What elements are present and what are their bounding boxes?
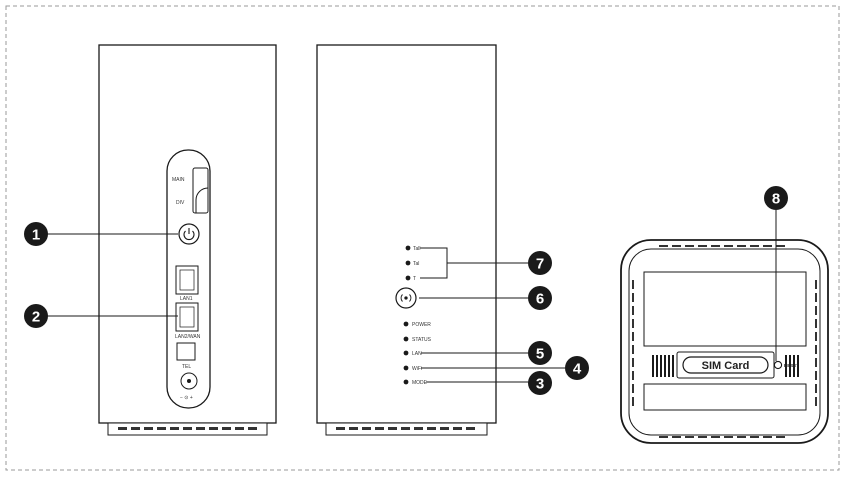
callouts: 1 2 3 4 5 6 7 8 — [24, 186, 788, 395]
bottom-left-strip — [632, 280, 634, 406]
tel-label: TEL — [182, 364, 191, 370]
lan1-label: LAN1 — [180, 296, 193, 302]
mode-led-label: MODE — [412, 380, 428, 386]
lan1-port-inner — [179, 269, 195, 291]
bottom-right-strip — [815, 280, 817, 406]
bottom-top-strip — [659, 245, 785, 247]
callout-2: 2 — [32, 309, 40, 326]
callout-1-badge — [24, 222, 48, 246]
callout-7-badge — [528, 251, 552, 275]
bottom-vents-right — [785, 355, 799, 377]
callout-6: 6 — [536, 291, 544, 308]
callout-5-badge — [528, 341, 552, 365]
callout-3: 3 — [536, 376, 544, 393]
reset-label: RESET — [784, 363, 799, 368]
front-view: Tall Tal T POWER STATUS LAN WiFi MODE — [316, 44, 497, 436]
callout-7: 7 — [536, 256, 544, 273]
div-connector — [195, 187, 209, 213]
wifi-led-label: WiFi — [412, 366, 422, 372]
dashed-frame — [5, 5, 840, 471]
lan2-wan-label: LAN2/WAN — [175, 334, 201, 340]
lan-led — [403, 350, 409, 356]
front-base-vents — [336, 427, 475, 430]
bottom-lower-panel — [643, 383, 807, 411]
signal-label-high: Tall — [413, 246, 421, 252]
callout-4: 4 — [573, 361, 582, 378]
main-label: MAIN — [172, 177, 185, 183]
leader-lines — [46, 210, 777, 383]
tel-port[interactable] — [176, 342, 196, 361]
power-led — [403, 321, 409, 327]
power-jack-label: − ⊙ + — [180, 395, 193, 401]
power-icon — [183, 228, 195, 241]
callout-4-badge — [565, 356, 589, 380]
callout-6-badge — [528, 286, 552, 310]
power-led-label: POWER — [412, 322, 431, 328]
callout-5: 5 — [536, 346, 544, 363]
bottom-bottom-strip — [659, 436, 785, 438]
rear-view: MAIN DIV LAN1 LAN2/WAN TEL − ⊙ + — [98, 44, 277, 436]
signal-led-high — [405, 245, 411, 251]
signal-label-low: T — [413, 276, 416, 282]
bottom-vents-left — [652, 355, 674, 377]
callout-2-badge — [24, 304, 48, 328]
lan-led-label: LAN — [412, 351, 422, 357]
lan1-port[interactable] — [175, 265, 199, 295]
mode-led — [403, 379, 409, 385]
status-led — [403, 336, 409, 342]
front-body — [316, 44, 497, 424]
bottom-view: SIM Card RESET — [620, 239, 829, 444]
rear-base-vents — [118, 427, 257, 430]
power-jack-pin — [187, 379, 191, 383]
sim-card-slot[interactable] — [682, 356, 769, 374]
wifi-led — [403, 365, 409, 371]
lan2-port-inner — [179, 306, 195, 328]
bottom-upper-panel — [643, 271, 807, 347]
wps-icon — [400, 294, 412, 302]
lan2-wan-port[interactable] — [175, 302, 199, 332]
reset-button[interactable] — [773, 360, 783, 370]
bottom-body — [620, 239, 829, 444]
signal-label-mid: Tal — [413, 261, 419, 267]
status-led-label: STATUS — [412, 337, 432, 343]
callout-8-badge — [764, 186, 788, 210]
div-label: DIV — [176, 200, 185, 206]
callout-8: 8 — [772, 191, 780, 208]
signal-led-low — [405, 275, 411, 281]
signal-led-mid — [405, 260, 411, 266]
bottom-inner — [628, 248, 821, 436]
callout-3-badge — [528, 371, 552, 395]
sim-card-label: SIM Card — [702, 360, 750, 372]
callout-1: 1 — [32, 227, 40, 244]
